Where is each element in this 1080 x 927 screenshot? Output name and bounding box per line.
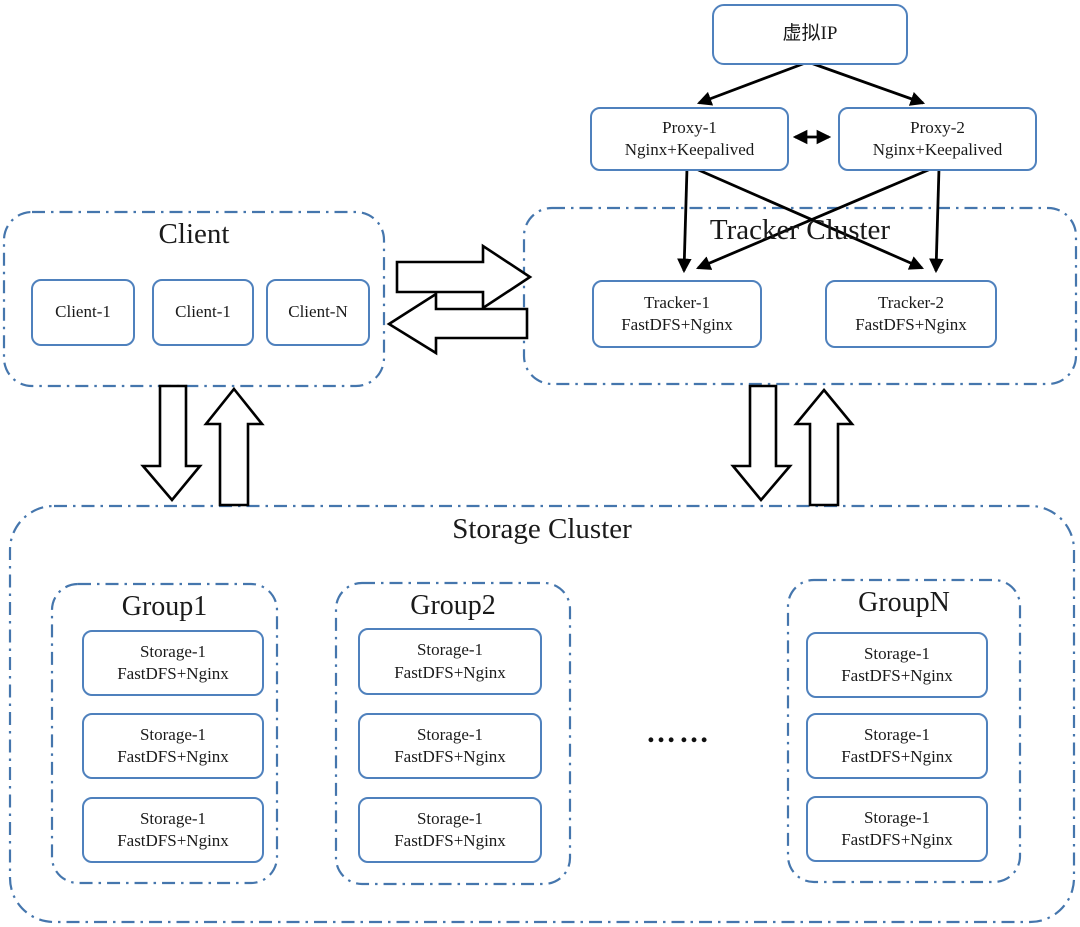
client-cluster-title: Client (158, 218, 230, 250)
arrow-proxy-2-to-tracker-1 (695, 166, 934, 270)
storage-name: Storage-1 (416, 808, 484, 828)
group-2-storage-node-2: Storage-1 FastDFS+Nginx (358, 713, 542, 779)
tracker-cluster-title: Tracker Cluster (709, 214, 891, 246)
tracker-1-stack: FastDFS+Nginx (621, 315, 733, 334)
proxy-2-name: Proxy-2 (910, 117, 965, 137)
group-2-border (334, 581, 572, 886)
storage-stack: FastDFS+Nginx (841, 747, 953, 766)
arrow-vip-to-proxy-2 (807, 60, 926, 106)
group-n-storage-node-3: Storage-1 FastDFS+Nginx (806, 796, 988, 862)
arrow-vip-to-proxy-1 (696, 60, 809, 106)
storage-stack: FastDFS+Nginx (841, 666, 953, 685)
tracker-2-name: Tracker-2 (877, 292, 945, 312)
proxy-1-node: Proxy-1 Nginx+Keepalived (590, 107, 789, 171)
storage-name: Storage-1 (863, 643, 931, 663)
group-1-storage-node-2: Storage-1 FastDFS+Nginx (82, 713, 264, 779)
group-2-storage-node-3: Storage-1 FastDFS+Nginx (358, 797, 542, 863)
tracker-2-stack: FastDFS+Nginx (855, 315, 967, 334)
tracker-1-node: Tracker-1 FastDFS+Nginx (592, 280, 762, 348)
vip-node: 虚拟IP (712, 4, 908, 65)
arrow-proxy-1-to-tracker-2 (693, 166, 925, 270)
groups-ellipsis: …… (646, 716, 712, 749)
storage-name: Storage-1 (139, 724, 207, 744)
storage-stack: FastDFS+Nginx (394, 662, 506, 682)
tracker-cluster-border (522, 206, 1078, 386)
proxy-1-name: Proxy-1 (662, 117, 717, 137)
storage-name: Storage-1 (139, 808, 207, 828)
client-1-label: Client-1 (55, 302, 111, 322)
proxy-2-node: Proxy-2 Nginx+Keepalived (838, 107, 1037, 171)
storage-name: Storage-1 (863, 724, 931, 744)
storage-name: Storage-1 (416, 640, 484, 660)
group-n-storage-node-2: Storage-1 FastDFS+Nginx (806, 713, 988, 779)
block-arrow-client-to-storage (140, 384, 203, 503)
storage-cluster-title: Storage Cluster (452, 513, 632, 545)
storage-stack: FastDFS+Nginx (841, 830, 953, 849)
client-cluster-border (2, 210, 386, 388)
tracker-2-node: Tracker-2 FastDFS+Nginx (825, 280, 997, 348)
client-node-1: Client-1 (31, 279, 135, 346)
group-2-storage-node-1: Storage-1 FastDFS+Nginx (358, 628, 542, 695)
client-node-n: Client-N (266, 279, 370, 346)
client-node-2: Client-1 (152, 279, 254, 346)
storage-name: Storage-1 (139, 641, 207, 661)
proxy-1-stack: Nginx+Keepalived (624, 140, 755, 159)
block-arrow-tracker-to-client (386, 291, 529, 356)
storage-name: Storage-1 (863, 807, 931, 827)
proxy-2-stack: Nginx+Keepalived (872, 140, 1003, 159)
group-n-border (786, 578, 1022, 884)
group-1-border (50, 582, 279, 885)
block-arrow-storage-to-tracker (793, 387, 855, 507)
block-arrow-tracker-to-storage (730, 384, 793, 503)
tracker-1-name: Tracker-1 (643, 292, 711, 312)
group-n-title: GroupN (858, 587, 950, 618)
storage-stack: FastDFS+Nginx (117, 664, 229, 683)
storage-name: Storage-1 (416, 724, 484, 744)
group-n-storage-node-1: Storage-1 FastDFS+Nginx (806, 632, 988, 698)
client-2-label: Client-1 (175, 302, 231, 322)
group-2-title: Group2 (410, 590, 496, 621)
block-arrow-storage-to-client (203, 386, 265, 507)
storage-cluster-border (8, 504, 1076, 924)
storage-stack: FastDFS+Nginx (117, 747, 229, 766)
storage-stack: FastDFS+Nginx (117, 831, 229, 850)
arrow-proxy-1-to-tracker-1 (677, 167, 692, 274)
vip-label: 虚拟IP (782, 23, 838, 45)
block-arrow-client-to-tracker (395, 243, 533, 311)
storage-stack: FastDFS+Nginx (394, 831, 506, 850)
group-1-title: Group1 (121, 591, 208, 622)
group-1-storage-node-1: Storage-1 FastDFS+Nginx (82, 630, 264, 696)
arrow-proxy-2-to-tracker-2 (929, 167, 944, 274)
client-n-label: Client-N (288, 302, 348, 322)
group-1-storage-node-3: Storage-1 FastDFS+Nginx (82, 797, 264, 863)
storage-stack: FastDFS+Nginx (394, 747, 506, 766)
